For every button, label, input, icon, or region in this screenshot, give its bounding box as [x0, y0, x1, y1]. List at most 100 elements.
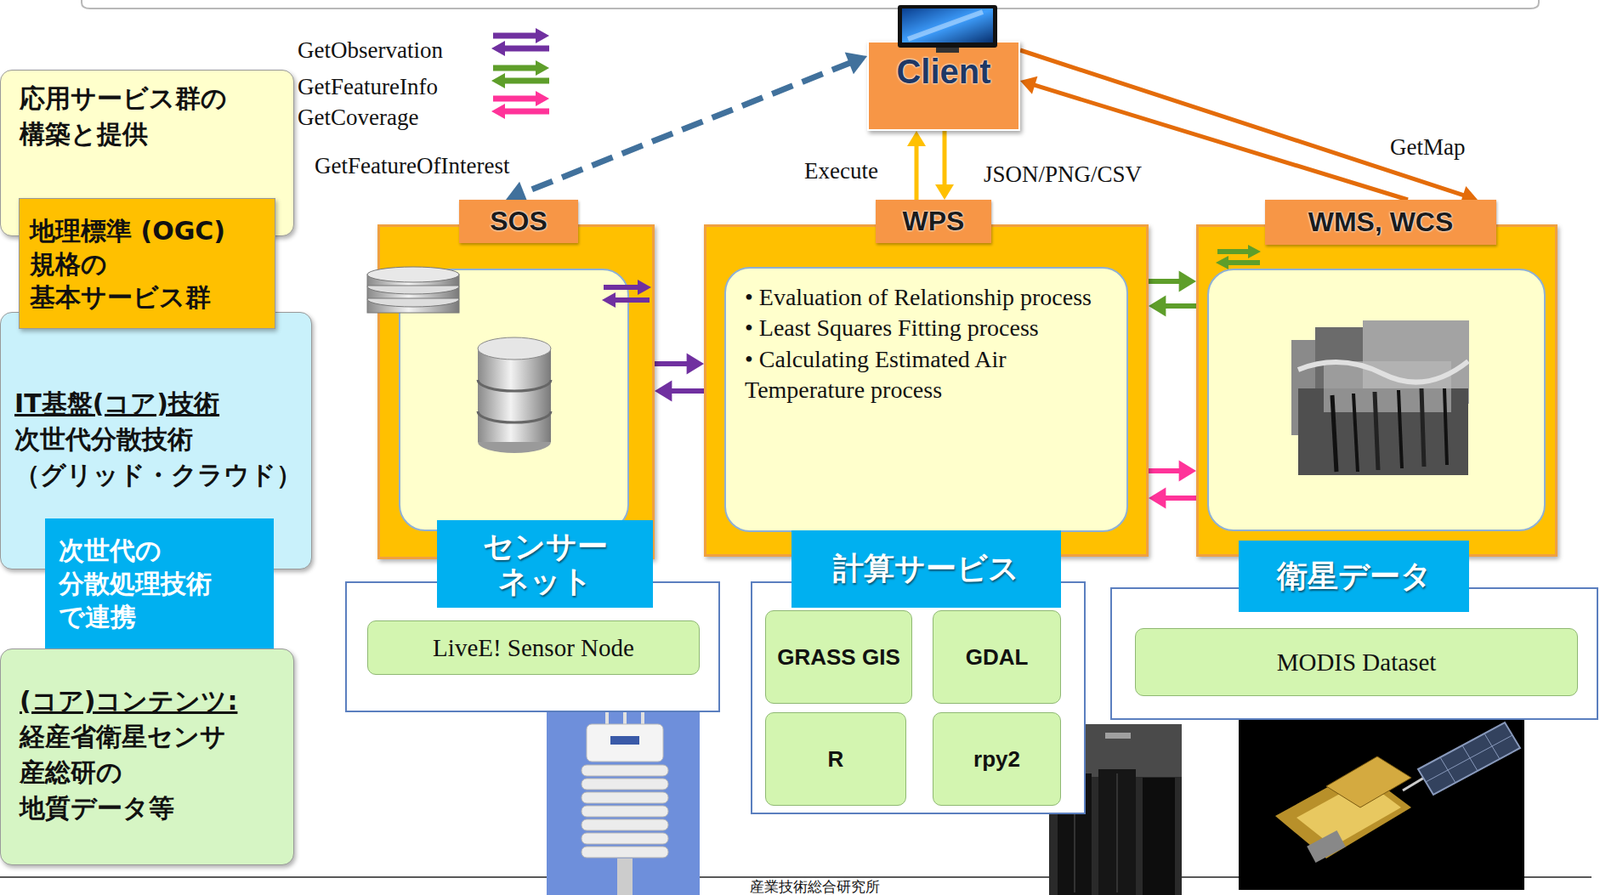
database-icon	[477, 348, 551, 443]
connector-label: GetMap	[1387, 134, 1468, 161]
frame-line	[81, 0, 1539, 9]
server-room-photo	[1142, 777, 1175, 895]
legend-arrow-sample	[493, 96, 538, 103]
arrow-head	[686, 353, 704, 375]
connector-line	[1162, 303, 1197, 309]
arrow-head	[1148, 295, 1166, 318]
tool-box: GDAL	[932, 610, 1061, 704]
connector-arrow	[1148, 460, 1197, 483]
satellite-illustration	[1326, 756, 1412, 808]
process-item: • Calculating Estimated Air Temperature …	[744, 344, 1108, 407]
weather-sensor-photo	[581, 846, 669, 858]
satellite-mosaic-image	[1374, 391, 1379, 471]
resource-box: LiveE! Sensor Node	[367, 620, 700, 676]
legend-arrow-sample	[493, 33, 538, 40]
arrow-head	[654, 380, 672, 403]
note-text: 経産省衛星センサ 産総研の 地質データ等	[19, 719, 243, 827]
satellite-illustration	[1402, 777, 1425, 791]
legend-arrow-sample	[504, 45, 550, 52]
note-text: 応用サービス群の 構築と提供	[19, 80, 275, 153]
request-arrow-symbol	[1217, 249, 1249, 255]
arrow-head	[935, 184, 954, 200]
service-panel: WPS• Evaluation of Relationship process•…	[703, 199, 1149, 557]
database-icon	[367, 266, 460, 283]
connector-arrow	[654, 353, 704, 375]
satellite-illustration	[1238, 709, 1525, 891]
satellite-mosaic-image	[1421, 388, 1425, 467]
database-icon	[477, 337, 551, 360]
note-text: 次世代の 分散処理技術 で連携	[58, 533, 261, 634]
connector-label: Execute	[801, 158, 881, 185]
satellite-illustration	[1238, 709, 1525, 891]
note-heading: (コア)コンテンツ:	[19, 683, 243, 720]
weather-sensor-photo	[581, 778, 669, 790]
request-arrow-symbol	[601, 279, 652, 308]
satellite-mosaic-image	[1332, 395, 1337, 472]
weather-sensor-photo	[610, 736, 640, 745]
note-heading: IT基盤(コア)技術	[14, 385, 303, 422]
tool-box: GRASS GIS	[765, 610, 913, 704]
wms-panel-art	[1208, 269, 1545, 531]
note-box: (コア)コンテンツ:経産省衛星センサ 産総研の 地質データ等	[0, 648, 295, 866]
resource-label: MODIS Dataset	[1276, 648, 1437, 677]
database-icon	[477, 337, 551, 454]
tool-label: GDAL	[965, 643, 1029, 672]
client-box: Client	[867, 40, 1021, 131]
connector-line	[668, 388, 704, 394]
database-icon	[477, 380, 551, 392]
arrow-head	[907, 130, 926, 147]
arrow-head	[845, 52, 868, 75]
connector-line	[1148, 468, 1183, 474]
service-tab: WPS	[875, 199, 992, 244]
weather-sensor-photo	[617, 858, 633, 895]
arrow-head	[1179, 460, 1197, 483]
tool-box: rpy2	[932, 712, 1061, 806]
sos-panel-art	[377, 199, 655, 560]
request-arrow-symbol	[1215, 255, 1229, 270]
tool-label: GRASS GIS	[777, 643, 900, 672]
connector-label: GetFeatureOfInterest	[312, 153, 512, 180]
legend-arrow-sample	[535, 90, 550, 107]
process-item: • Evaluation of Relationship process	[744, 282, 1108, 313]
database-icon	[477, 348, 551, 443]
legend-text: GetFeatureInfo	[297, 73, 438, 101]
connector-arrow	[1148, 295, 1197, 318]
weather-sensor-photo	[581, 833, 669, 845]
note-box: 次世代の 分散処理技術 で連携	[45, 518, 274, 649]
request-arrow-symbol	[601, 292, 616, 308]
connector-arrow	[907, 130, 926, 200]
legend-arrow-sample	[491, 40, 505, 57]
tool-label: R	[828, 745, 845, 774]
request-arrow-symbol	[1215, 244, 1261, 270]
group-tab: 衛星データ	[1238, 540, 1470, 613]
connector-arrow	[1148, 487, 1197, 510]
resource-label: LiveE! Sensor Node	[432, 634, 635, 663]
connector-line	[1148, 278, 1183, 284]
satellite-illustration	[1418, 722, 1521, 795]
connector-arrow	[935, 130, 954, 200]
legend-arrow-sample	[491, 73, 505, 89]
weather-sensor-photo	[581, 765, 669, 777]
server-room-photo	[1098, 769, 1136, 895]
weather-sensor-photo	[586, 724, 664, 762]
monitor-icon	[897, 5, 998, 48]
tool-box: R	[765, 712, 907, 806]
connector-line	[942, 130, 948, 188]
service-tab: WMS, WCS	[1265, 199, 1497, 245]
monitor-icon	[902, 8, 993, 43]
monitor-icon	[897, 5, 998, 53]
monitor-icon	[936, 47, 959, 53]
note-box: 地理標準 (OGC)規格の 基本サービス群	[18, 198, 276, 330]
request-arrow-symbol	[615, 297, 650, 303]
satellite-mosaic-image	[1291, 320, 1470, 476]
weather-sensor-photo	[581, 792, 669, 804]
resource-group: 衛星データ MODIS Dataset	[1110, 540, 1599, 721]
process-list-box: • Evaluation of Relationship process• Le…	[724, 266, 1129, 533]
legend-text: GetCoverage	[297, 104, 419, 131]
group-tab: センサー ネット	[436, 520, 653, 608]
satellite-illustration	[1306, 830, 1346, 863]
connector-line	[654, 361, 691, 367]
request-arrow-symbol	[637, 279, 652, 296]
wms-panel-art	[1196, 199, 1558, 557]
request-arrow-symbol	[603, 284, 638, 290]
